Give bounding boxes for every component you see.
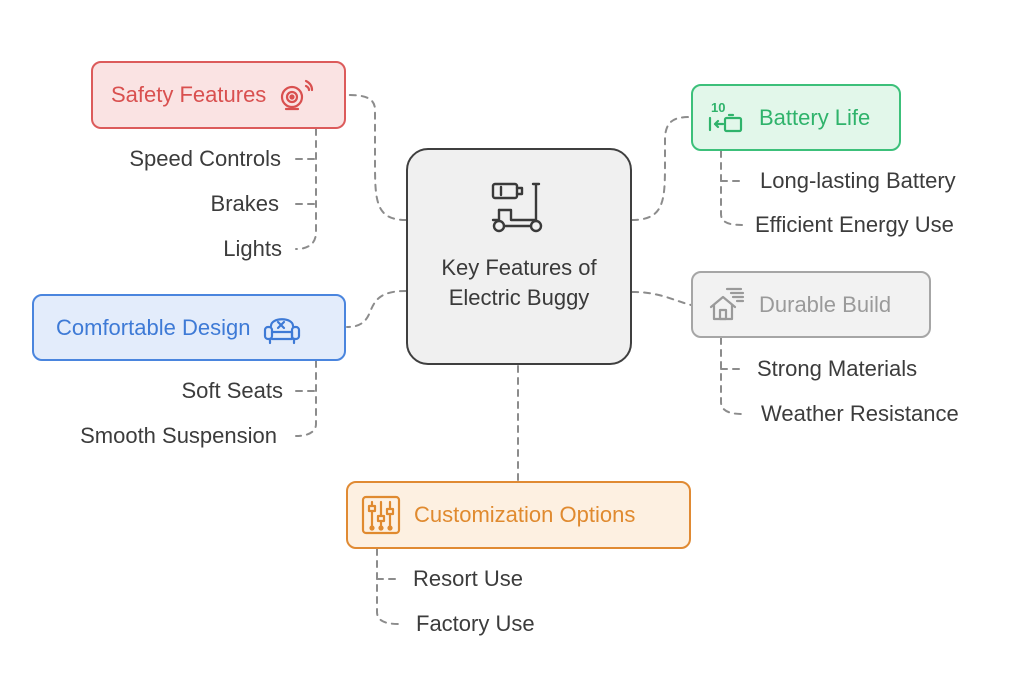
- leaf-long-lasting-battery: Long-lasting Battery: [760, 168, 956, 193]
- leaf-weather-resistance: Weather Resistance: [761, 401, 959, 426]
- branch-safety-features[interactable]: Safety Features: [91, 61, 346, 129]
- leaf-smooth-suspension: Smooth Suspension: [80, 423, 277, 448]
- connector-comfort: [346, 290, 407, 328]
- leaf-soft-seats: Soft Seats: [181, 378, 283, 403]
- connector-custom-leaves: [376, 548, 399, 625]
- connector-battery-leaves: [720, 150, 743, 226]
- leaf-resort-use: Resort Use: [413, 566, 524, 591]
- connector-durable-leaves: [720, 337, 743, 415]
- battery-timer-icon: 10: [707, 98, 747, 138]
- leaf-factory-use: Factory Use: [416, 611, 535, 636]
- connector-battery: [631, 116, 692, 221]
- leaf-brakes: Brakes: [210, 191, 279, 216]
- branch-battery-life[interactable]: 10 Battery Life: [691, 84, 901, 151]
- branch-label: Durable Build: [759, 291, 892, 317]
- house-weather-icon: [707, 285, 747, 325]
- sliders-icon: [360, 494, 402, 536]
- center-node[interactable]: Key Features of Electric Buggy: [406, 148, 632, 365]
- leaf-lights: Lights: [223, 236, 282, 261]
- branch-comfortable-design[interactable]: Comfortable Design: [32, 294, 346, 361]
- connector-comfort-leaves: [295, 360, 317, 437]
- leaf-speed-controls: Speed Controls: [129, 146, 281, 171]
- branch-label: Comfortable Design: [56, 314, 251, 340]
- branch-durable-build[interactable]: Durable Build: [691, 271, 931, 338]
- armchair-icon: [262, 308, 302, 348]
- branch-label: Battery Life: [759, 104, 871, 130]
- center-title: Key Features of Electric Buggy: [441, 255, 597, 310]
- leaf-strong-materials: Strong Materials: [757, 356, 918, 381]
- branch-label: Safety Features: [111, 82, 267, 107]
- connector-durable: [631, 291, 692, 306]
- branch-label: Customization Options: [414, 502, 636, 527]
- svg-text:10: 10: [711, 100, 725, 115]
- branch-customization-options[interactable]: Customization Options: [346, 481, 691, 549]
- connector-safety: [347, 94, 407, 221]
- electric-buggy-icon: [489, 180, 549, 239]
- alarm-siren-icon: [278, 75, 318, 115]
- connector-safety-leaves: [295, 128, 317, 250]
- leaf-efficient-energy-use: Efficient Energy Use: [755, 212, 954, 237]
